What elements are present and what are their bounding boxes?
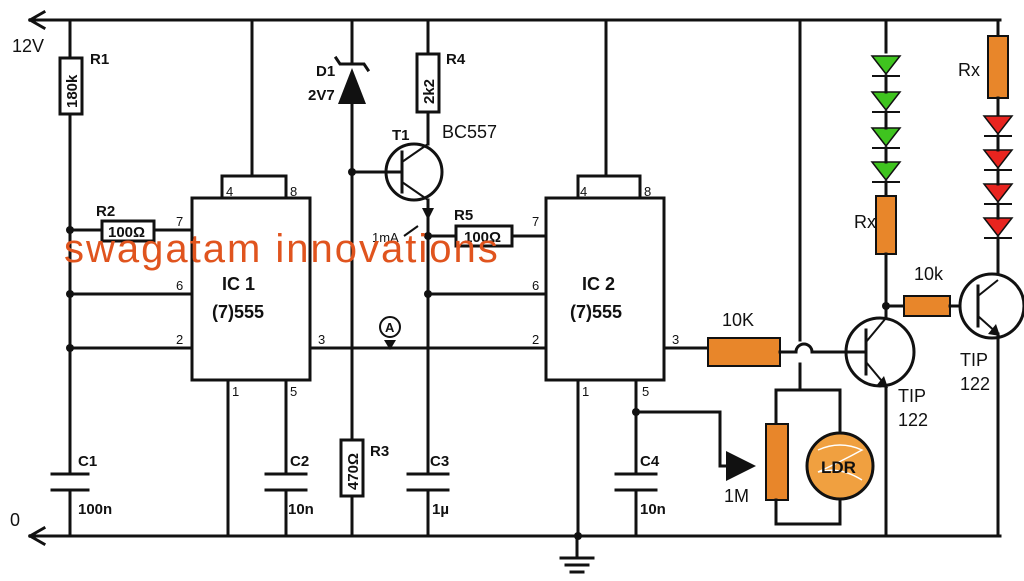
r10k-b-label: 10k [914, 264, 944, 284]
svg-text:2k2: 2k2 [421, 79, 438, 104]
svg-text:7: 7 [176, 214, 183, 229]
r1-value: 180k [64, 74, 81, 108]
ground-rail [27, 525, 1002, 547]
ic1-type: (7)555 [212, 302, 264, 322]
c3-capacitor [406, 472, 450, 538]
svg-text:1: 1 [582, 384, 589, 399]
base-resistor-10k [662, 337, 850, 367]
ic2-timer: IC 2 (7)555 4 8 7 6 2 3 1 5 [532, 18, 679, 538]
transistor-q2 [958, 272, 1024, 538]
r5-ref: R5 [454, 207, 473, 224]
green-led-3 [870, 127, 902, 149]
rx1-ref: Rx [854, 212, 876, 232]
t1-value: BC557 [442, 122, 497, 142]
potentiometer-1m [765, 423, 789, 520]
svg-text:2: 2 [532, 332, 539, 347]
red-led-2 [982, 149, 1014, 171]
node-a-marker: A [379, 316, 401, 350]
c1-capacitor [50, 472, 90, 538]
svg-text:100Ω: 100Ω [464, 229, 501, 246]
rx2-ref: Rx [958, 60, 980, 80]
svg-text:6: 6 [532, 278, 539, 293]
c4-value: 10n [640, 501, 666, 518]
current-label: 1mA [372, 230, 399, 245]
c2-ref: C2 [290, 453, 309, 470]
ic2-ref: IC 2 [582, 274, 615, 294]
c1-value: 100n [78, 501, 112, 518]
c4-ref: C4 [640, 453, 660, 470]
watermark-text: swagatam innovations [64, 227, 500, 271]
ground-label: 0 [10, 510, 20, 530]
svg-text:5: 5 [290, 384, 297, 399]
d1-ref: D1 [316, 63, 335, 80]
svg-text:470Ω: 470Ω [345, 453, 362, 490]
q2-ref: TIP [960, 350, 988, 370]
transistor-q1 [844, 316, 916, 538]
r5-resistor: 100Ω [426, 224, 548, 248]
r2-value: 100Ω [108, 224, 145, 241]
r3-ref: R3 [370, 443, 389, 460]
r1-ref: R1 [90, 51, 109, 68]
rx1-resistor [875, 195, 897, 255]
green-led-2 [870, 91, 902, 113]
svg-text:8: 8 [644, 184, 651, 199]
d1-value: 2V7 [308, 87, 335, 104]
svg-text:A: A [385, 320, 395, 335]
svg-text:6: 6 [176, 278, 183, 293]
ic1-timer: IC 1 (7)555 4 8 7 6 2 3 1 5 [176, 18, 325, 538]
red-led-1 [982, 115, 1014, 137]
r10k-a-label: 10K [722, 310, 754, 330]
svg-text:3: 3 [672, 332, 679, 347]
ldr-sensor: LDR [774, 388, 875, 526]
svg-text:5: 5 [642, 384, 649, 399]
r2-resistor: 100Ω [68, 219, 194, 243]
red-led-string [982, 18, 1014, 284]
c3-ref: C3 [430, 453, 449, 470]
c3-value: 1µ [432, 501, 449, 518]
svg-text:8: 8 [290, 184, 297, 199]
pot-wiper-wire [634, 410, 756, 481]
pot-supply-wire [774, 18, 802, 426]
ic1-ref: IC 1 [222, 274, 255, 294]
ldr-label: LDR [821, 458, 856, 477]
q1-value: 122 [898, 410, 928, 430]
c2-value: 10n [288, 501, 314, 518]
t1-ref: T1 [392, 127, 410, 144]
red-led-3 [982, 183, 1014, 205]
svg-text:3: 3 [318, 332, 325, 347]
green-led-string [870, 18, 902, 320]
svg-text:2: 2 [176, 332, 183, 347]
ground-symbol [559, 534, 595, 574]
green-led-4 [870, 161, 902, 183]
r4-resistor: 2k2 [415, 18, 441, 146]
pot-value: 1M [724, 486, 749, 506]
q2-value: 122 [960, 374, 990, 394]
svg-text:4: 4 [226, 184, 233, 199]
r2-ref: R2 [96, 203, 115, 220]
green-led-1 [870, 55, 902, 77]
red-led-4 [982, 217, 1014, 239]
zener-diode-d1 [333, 18, 371, 442]
supply-rail [27, 9, 1002, 31]
c1-ref: C1 [78, 453, 97, 470]
q1-ref: TIP [898, 386, 926, 406]
r4-ref: R4 [446, 51, 466, 68]
svg-text:4: 4 [580, 184, 587, 199]
svg-text:7: 7 [532, 214, 539, 229]
supply-label: 12V [12, 36, 44, 56]
transistor-t1 [350, 142, 444, 474]
svg-text:1: 1 [232, 384, 239, 399]
ic2-type: (7)555 [570, 302, 622, 322]
rx2-resistor [987, 35, 1009, 99]
r3-resistor: 470Ω [339, 438, 365, 538]
